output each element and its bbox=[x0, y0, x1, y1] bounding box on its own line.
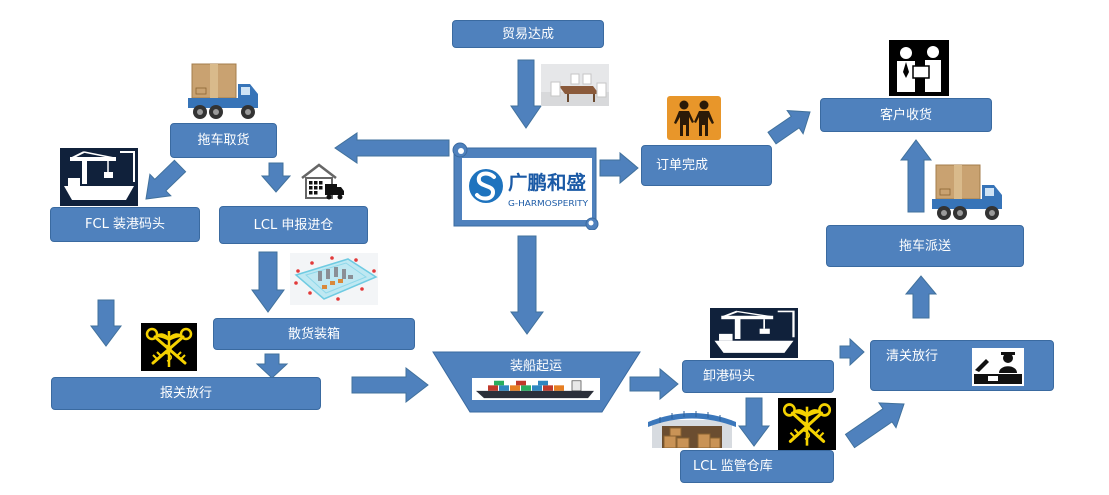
arrow-delivery-to-customer-receipt bbox=[900, 139, 932, 213]
people-icon bbox=[667, 96, 721, 140]
node-shipping: 装船起运 bbox=[432, 350, 642, 414]
arrow-trade-to-logo bbox=[510, 59, 542, 129]
arrow-shipping-to-discharge-port bbox=[629, 367, 679, 401]
company-logo-banner: 广鹏和盛 G-HARMOSPERITY bbox=[452, 140, 600, 231]
node-label: 散货装箱 bbox=[287, 326, 340, 342]
node-lcl-declare: LCL 申报进仓 bbox=[219, 206, 368, 244]
node-label: 卸港码头 bbox=[703, 369, 756, 384]
meeting-photo bbox=[541, 64, 609, 106]
delivery-exchange-icon bbox=[889, 40, 949, 96]
arrow-logo-to-order-complete bbox=[599, 151, 639, 185]
node-discharge-port: 卸港码头 bbox=[682, 360, 834, 393]
logo-scroll: 广鹏和盛 G-HARMOSPERITY bbox=[452, 142, 599, 231]
node-label: 清关放行 bbox=[886, 349, 939, 364]
node-consolidation: 散货装箱 bbox=[213, 318, 415, 350]
arrow-fcl-port-to-customs-release bbox=[90, 299, 122, 347]
node-label: LCL 申报进仓 bbox=[253, 217, 334, 233]
node-customer-receipt: 客户收货 bbox=[820, 98, 992, 132]
customs-icon bbox=[778, 398, 836, 450]
arrow-logo-to-pickup bbox=[334, 132, 450, 164]
logo-name-en: G-HARMOSPERITY bbox=[508, 199, 588, 208]
ship-crane-icon bbox=[60, 148, 138, 206]
arrow-lcl-bonded-to-clearance bbox=[844, 402, 905, 449]
arrow-customs-release-to-shipping bbox=[351, 366, 429, 404]
arrow-logo-to-shipping bbox=[510, 235, 544, 335]
node-order-complete: 订单完成 bbox=[641, 145, 772, 186]
container-ship-image bbox=[472, 378, 600, 400]
node-label: 报关放行 bbox=[159, 386, 212, 401]
node-fcl-port: FCL 装港码头 bbox=[50, 207, 200, 242]
node-label: LCL 监管仓库 bbox=[693, 459, 773, 474]
warehouse-truck-icon bbox=[299, 160, 345, 202]
customs-icon bbox=[141, 323, 197, 371]
node-customs-release: 报关放行 bbox=[51, 377, 321, 410]
logo-name-cn: 广鹏和盛 bbox=[508, 171, 586, 194]
node-truck-delivery: 拖车派送 bbox=[826, 225, 1024, 267]
arrow-lcl-declare-to-consolidation bbox=[251, 251, 285, 313]
ship-crane-icon bbox=[710, 308, 798, 358]
node-trade: 贸易达成 bbox=[452, 20, 604, 48]
node-label: FCL 装港码头 bbox=[85, 217, 165, 232]
truck-icon bbox=[188, 63, 258, 119]
node-pickup: 拖车取货 bbox=[170, 123, 277, 158]
node-lcl-bonded: LCL 监管仓库 bbox=[680, 450, 834, 483]
arrow-order-to-customer-receipt bbox=[767, 110, 811, 145]
node-clearance: 清关放行 bbox=[870, 340, 1054, 391]
node-label: 装船起运 bbox=[509, 359, 562, 374]
customs-officer-icon bbox=[972, 348, 1024, 386]
warehouse-3d-image bbox=[290, 253, 378, 305]
arrow-clearance-to-truck-delivery bbox=[904, 275, 938, 319]
arrow-pickup-to-lcl-declare bbox=[260, 162, 292, 193]
truck-icon bbox=[932, 164, 1002, 220]
arrow-discharge-to-clearance bbox=[839, 337, 865, 367]
node-label: 拖车派送 bbox=[898, 238, 951, 254]
node-label: 拖车取货 bbox=[197, 133, 250, 148]
warehouse-image bbox=[648, 404, 736, 448]
node-label: 订单完成 bbox=[656, 158, 709, 173]
node-label: 贸易达成 bbox=[501, 26, 554, 42]
node-label: 客户收货 bbox=[879, 107, 932, 123]
arrow-pickup-to-fcl-port bbox=[145, 159, 187, 200]
arrow-consolidation-to-customs bbox=[255, 353, 289, 379]
arrow-discharge-to-lcl-bonded bbox=[738, 397, 770, 447]
